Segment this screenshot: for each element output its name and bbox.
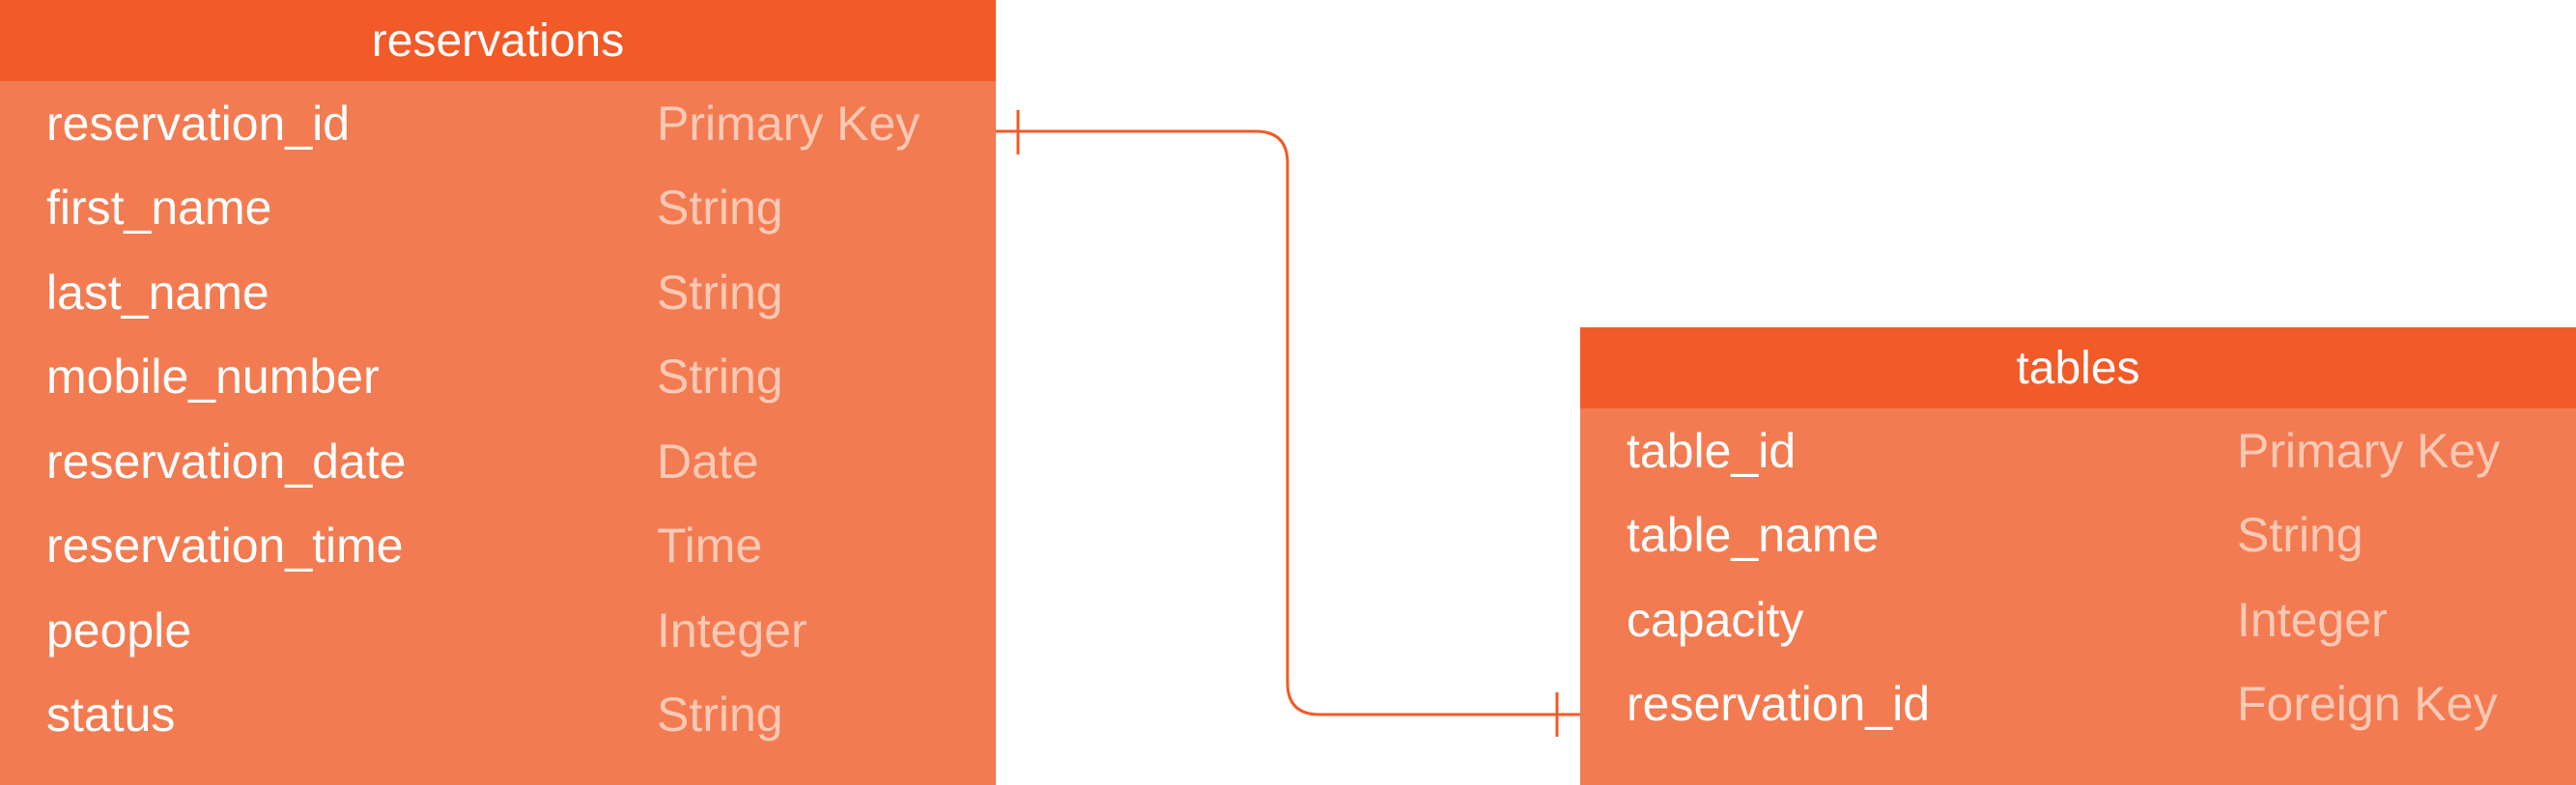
- field-name: people: [46, 603, 192, 658]
- field-name: status: [46, 687, 176, 743]
- field-row: first_name String: [0, 166, 996, 251]
- field-name: table_id: [1627, 423, 1797, 478]
- field-name: first_name: [46, 181, 272, 236]
- field-name: mobile_number: [46, 350, 380, 405]
- field-row: reservation_id Foreign Key: [1580, 662, 2576, 747]
- entity-tables: tables table_id Primary Key table_name S…: [1580, 327, 2576, 785]
- field-list: reservation_id Primary Key first_name St…: [0, 81, 996, 757]
- field-row: people Integer: [0, 588, 996, 673]
- field-row: table_id Primary Key: [1580, 408, 2576, 493]
- field-type: Integer: [2237, 592, 2388, 647]
- field-row: reservation_date Date: [0, 419, 996, 504]
- field-type: String: [657, 181, 783, 236]
- entity-header: tables: [1580, 327, 2576, 408]
- field-row: last_name String: [0, 250, 996, 335]
- field-type: Foreign Key: [2237, 677, 2498, 732]
- entity-reservations: reservations reservation_id Primary Key …: [0, 0, 996, 785]
- field-name: last_name: [46, 265, 269, 320]
- field-row: reservation_time Time: [0, 504, 996, 589]
- field-row: status String: [0, 673, 996, 758]
- field-type: String: [657, 687, 783, 743]
- field-name: table_name: [1627, 508, 1880, 563]
- field-type: Integer: [657, 603, 807, 658]
- field-name: reservation_date: [46, 434, 407, 489]
- field-type: String: [2237, 508, 2364, 563]
- field-row: capacity Integer: [1580, 577, 2576, 662]
- field-name: reservation_id: [46, 96, 351, 151]
- field-type: String: [657, 350, 783, 405]
- connector-line: [996, 129, 1580, 716]
- field-type: Primary Key: [657, 96, 920, 151]
- field-row: mobile_number String: [0, 335, 996, 420]
- field-name: reservation_id: [1627, 677, 1931, 732]
- entity-title: tables: [2016, 342, 2140, 394]
- field-row: reservation_id Primary Key: [0, 81, 996, 166]
- field-type: Primary Key: [2237, 423, 2501, 478]
- field-name: capacity: [1627, 592, 1804, 647]
- field-name: reservation_time: [46, 519, 404, 574]
- entity-header: reservations: [0, 0, 996, 81]
- entity-title: reservations: [371, 14, 625, 67]
- field-type: Date: [657, 434, 759, 489]
- field-list: table_id Primary Key table_name String c…: [1580, 408, 2576, 746]
- field-type: Time: [657, 519, 763, 574]
- field-type: String: [657, 265, 783, 320]
- field-row: table_name String: [1580, 493, 2576, 578]
